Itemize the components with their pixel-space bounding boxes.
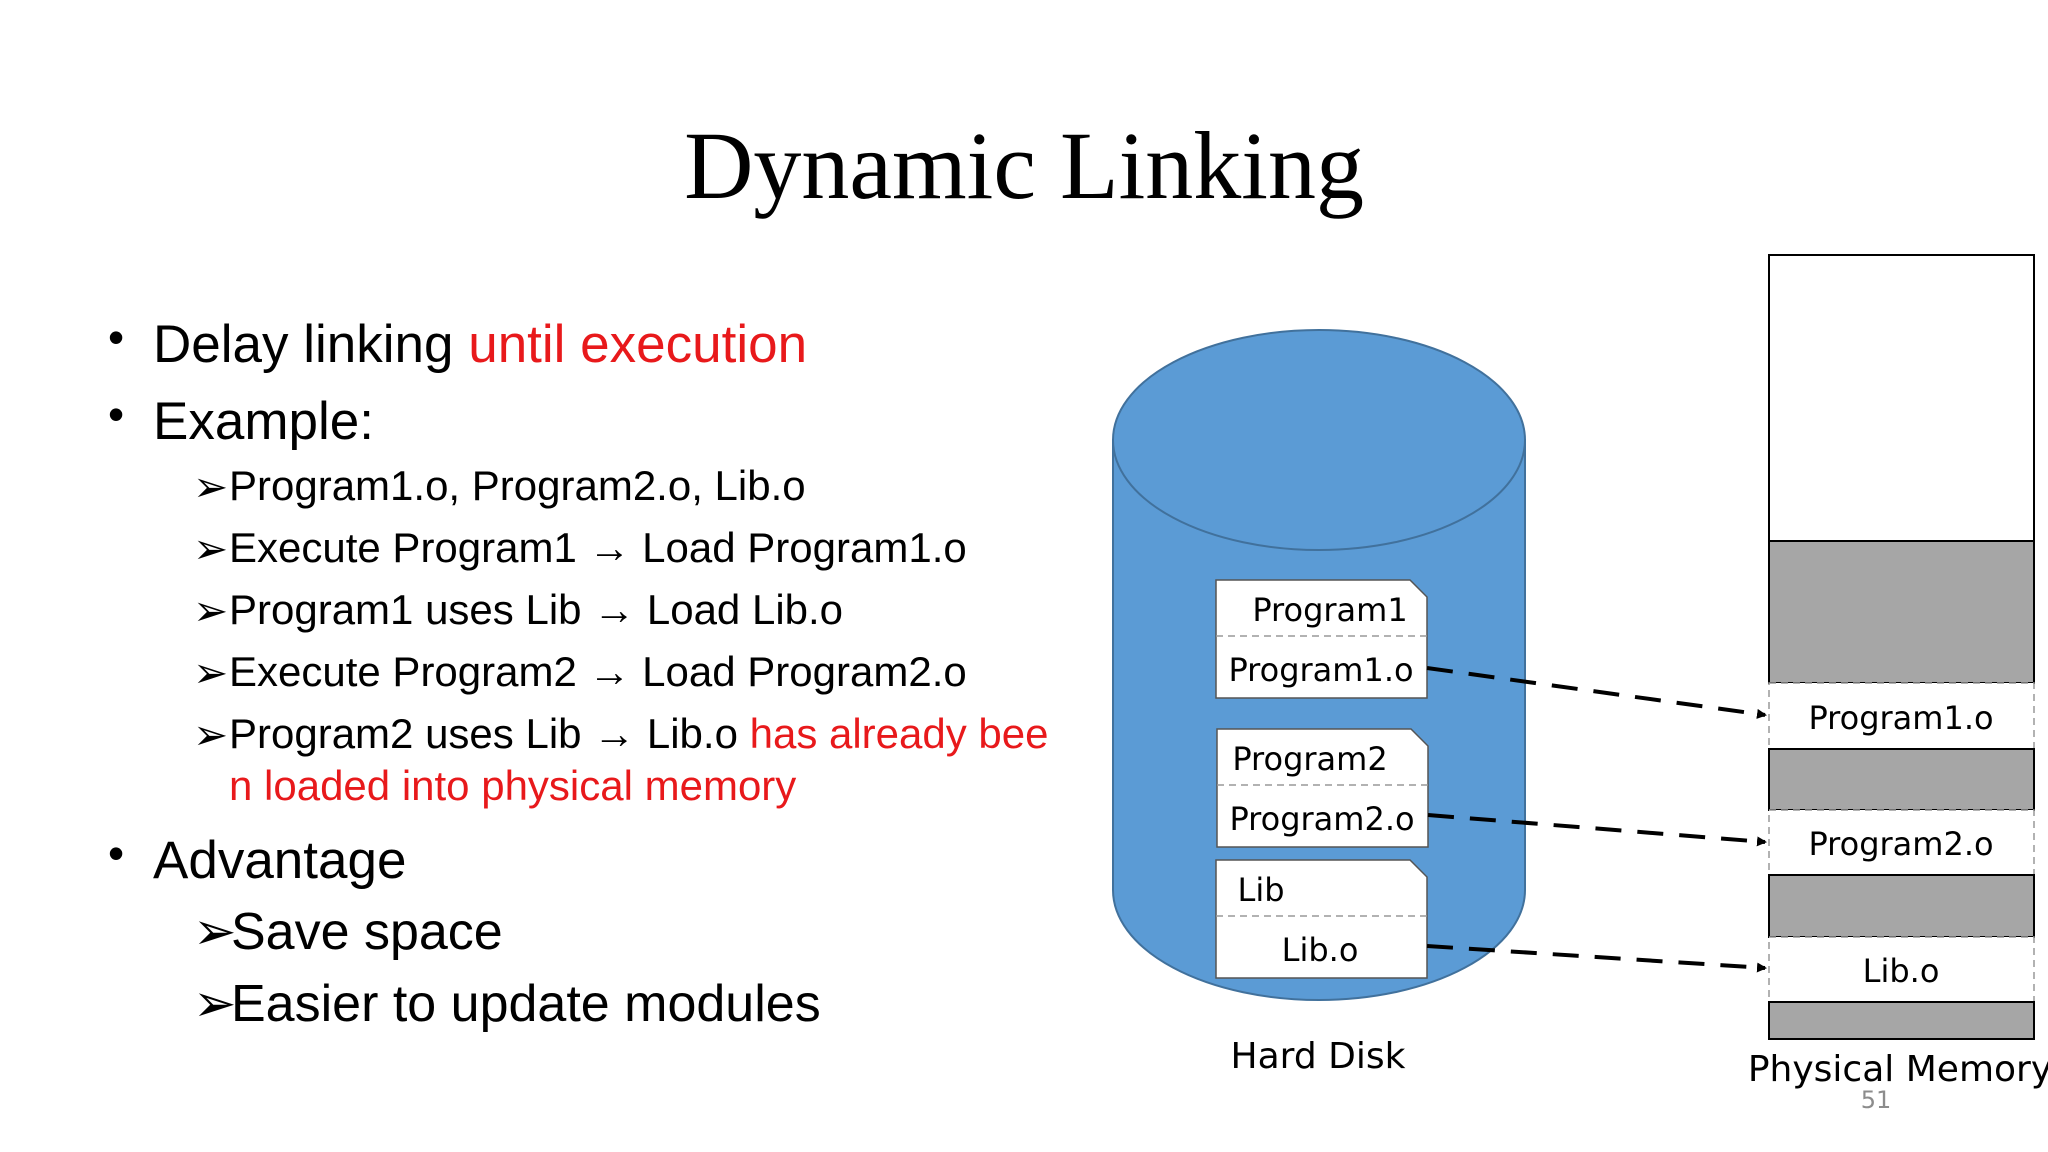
memory-used-region (1768, 874, 2035, 938)
object-file-label: Lib.o (1282, 931, 1359, 969)
physical-memory-label: Physical Memory (1748, 1049, 2048, 1090)
example-text: Load Lib.o (635, 586, 844, 633)
object-file-label: Program1.o (1228, 651, 1413, 689)
example-text: Program1 uses Lib (229, 586, 594, 633)
memory-slot-lib (1768, 936, 2035, 1003)
memory-slot-program1 (1768, 682, 2035, 750)
example-text: Program1.o, Program2.o, Lib.o (229, 462, 806, 509)
bullet-text: Example: (153, 392, 374, 451)
arrow-bullet-icon: ➢ (193, 711, 229, 758)
bullet-highlight: until execution (468, 315, 808, 374)
file-card-program1: Program1 Program1.o (1215, 579, 1428, 699)
example-text: Program2 uses Lib (229, 710, 594, 757)
arrow-bullet-icon: ➢ (193, 975, 237, 1033)
memory-used-region (1768, 1001, 2035, 1040)
example-text: Lib.o (635, 710, 750, 757)
hard-disk-label: Hard Disk (1231, 1036, 1406, 1077)
arrow-bullet-icon: ➢ (193, 463, 229, 510)
memory-used-region (1768, 540, 2035, 684)
example-text: Execute Program1 (229, 524, 589, 571)
advantage-text: Easier to update modules (231, 975, 821, 1033)
arrow-bullet-icon: ➢ (193, 587, 229, 634)
right-arrow-icon: → (588, 524, 631, 571)
arrow-bullet-icon: ➢ (193, 903, 237, 961)
file-card-program2: Program2 Program2.o (1216, 728, 1429, 848)
advantage-text: Save space (231, 903, 503, 961)
load-arrow-program1 (1426, 666, 1767, 719)
load-arrow-lib (1426, 944, 1767, 973)
file-name-label: Lib (1237, 871, 1284, 909)
arrow-bullet-icon: ➢ (193, 525, 229, 572)
example-text: Load Program2.o (630, 648, 967, 695)
right-arrow-icon: → (588, 648, 631, 695)
example-text: Execute Program2 (229, 648, 589, 695)
memory-slot-label: Program2.o (1808, 825, 1993, 863)
memory-slot-label: Program1.o (1808, 699, 1993, 737)
file-name-label: Program1 (1252, 591, 1407, 629)
memory-slot-program2 (1768, 809, 2035, 876)
object-file-label: Program2.o (1229, 800, 1414, 838)
page-number: 51 (1861, 1086, 1892, 1114)
bullet-text: Advantage (153, 831, 407, 890)
example-highlight: has already bee (749, 710, 1049, 757)
cylinder-top (1112, 329, 1526, 551)
bullet-dot: • (108, 388, 125, 440)
bullet-dot: • (108, 311, 125, 363)
bullet-text: Delay linking (153, 315, 469, 374)
memory-slot-label: Lib.o (1863, 952, 1940, 990)
load-arrow-program2 (1427, 813, 1767, 847)
memory-used-region (1768, 748, 2035, 811)
memory-free-region (1768, 254, 2035, 542)
file-name-label: Program2 (1232, 740, 1387, 778)
bullet-dot: • (108, 827, 125, 879)
right-arrow-icon: → (593, 710, 636, 757)
arrow-bullet-icon: ➢ (193, 649, 229, 696)
slide-title: Dynamic Linking (684, 112, 1364, 219)
file-card-lib: Lib Lib.o (1215, 859, 1428, 979)
example-text: Load Program1.o (630, 524, 967, 571)
example-highlight: n loaded into physical memory (229, 762, 797, 809)
physical-memory-column: Program1.o Program2.o Lib.o (1768, 254, 2035, 1040)
right-arrow-icon: → (593, 586, 636, 633)
